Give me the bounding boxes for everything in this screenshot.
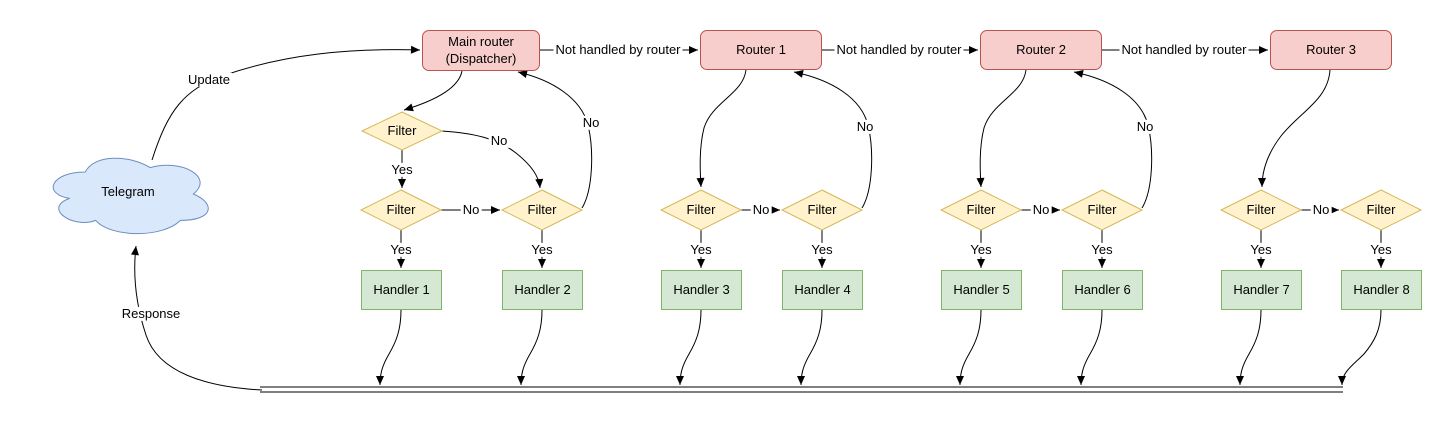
edge-label-yes-7: Yes (1248, 241, 1274, 258)
node-handler-1: Handler 1 (361, 270, 442, 310)
edge-label-not-handled-3: Not handled by router (1119, 41, 1249, 58)
edge-label-not-handled-2: Not handled by router (834, 41, 964, 58)
node-router-3: Router 3 (1270, 30, 1392, 70)
connector-handler4-out (797, 309, 823, 386)
edge-label-no-loop-main: No (580, 114, 602, 131)
filter-diamond-7 (1219, 189, 1303, 231)
edge-label-yes-8: Yes (1368, 241, 1394, 258)
filter-label-2: Filter (527, 201, 557, 217)
edge-label-yes-5: Yes (968, 241, 994, 258)
filter-label-1: Filter (386, 201, 416, 217)
telegram-cloud-label: Telegram (101, 183, 155, 199)
connector-handler7-out (1236, 309, 1262, 386)
main-router-label-line1: Main router (448, 34, 514, 50)
filter-diamond-0 (360, 111, 444, 151)
edge-label-no-loop-router2: No (1134, 118, 1156, 135)
filter-label-6: Filter (1087, 201, 1117, 217)
connector-router1-to-filter (696, 69, 747, 188)
filter-diamond-6 (1060, 189, 1144, 231)
connector-handler8-out (1338, 309, 1382, 386)
connector-main-to-filter (403, 70, 463, 112)
edge-label-no-loop-router1: No (854, 118, 876, 135)
filter-diamond-2 (500, 189, 584, 231)
filter-label-0: Filter (387, 122, 417, 138)
edge-label-yes-4: Yes (809, 241, 835, 258)
filter-diamond-3 (659, 189, 743, 231)
main-router-label-line2: (Dispatcher) (445, 50, 517, 66)
node-router-1: Router 1 (700, 30, 822, 70)
filter-diamond-8 (1339, 189, 1423, 231)
filter-diamond-1 (359, 189, 443, 231)
filter-diamond-5 (939, 189, 1023, 231)
node-main-router: Main router (Dispatcher) (422, 30, 540, 71)
connector-handler5-out (956, 309, 982, 386)
node-handler-4: Handler 4 (782, 270, 863, 310)
telegram-cloud-shape (52, 157, 209, 234)
edge-label-no-pair-2: No (750, 201, 772, 218)
node-handler-2: Handler 2 (502, 270, 583, 310)
node-router-2: Router 2 (980, 30, 1102, 70)
filter-label-3: Filter (686, 201, 716, 217)
connector-response (130, 245, 263, 391)
edge-label-yes-2: Yes (529, 241, 555, 258)
edge-label-no-pair-4: No (1310, 201, 1332, 218)
edge-label-yes-filter0: Yes (389, 161, 415, 178)
node-handler-3: Handler 3 (661, 270, 742, 310)
edge-label-yes-1: Yes (388, 241, 414, 258)
node-handler-7: Handler 7 (1221, 270, 1302, 310)
edge-label-update: Update (186, 71, 232, 88)
edge-label-yes-6: Yes (1089, 241, 1115, 258)
connector-no-loop-router1 (793, 69, 873, 209)
connector-handler2-out (517, 309, 543, 386)
connector-filter0-no (441, 130, 544, 189)
filter-diamond-4 (780, 189, 864, 231)
connector-update (151, 45, 421, 161)
connector-no-loop-router2 (1073, 69, 1153, 209)
node-handler-8: Handler 8 (1341, 270, 1422, 310)
edge-label-no-pair-1: No (460, 201, 482, 218)
connector-router2-to-filter (976, 69, 1027, 188)
connector-handler3-out (676, 309, 702, 386)
edge-label-no-pair-3: No (1030, 201, 1052, 218)
connector-no-loop-main (517, 70, 593, 209)
connector-router3-to-filter (1258, 69, 1331, 188)
node-handler-6: Handler 6 (1062, 270, 1143, 310)
filter-label-5: Filter (966, 201, 996, 217)
filter-label-4: Filter (807, 201, 837, 217)
edge-label-response: Response (119, 305, 183, 322)
edge-label-yes-3: Yes (688, 241, 714, 258)
filter-label-7: Filter (1246, 201, 1276, 217)
connector-handler1-out (376, 309, 402, 386)
node-handler-5: Handler 5 (941, 270, 1022, 310)
filter-label-8: Filter (1366, 201, 1396, 217)
connector-handler6-out (1077, 309, 1103, 386)
edge-label-not-handled-1: Not handled by router (553, 41, 683, 58)
edge-label-no-filter0: No (488, 132, 510, 149)
